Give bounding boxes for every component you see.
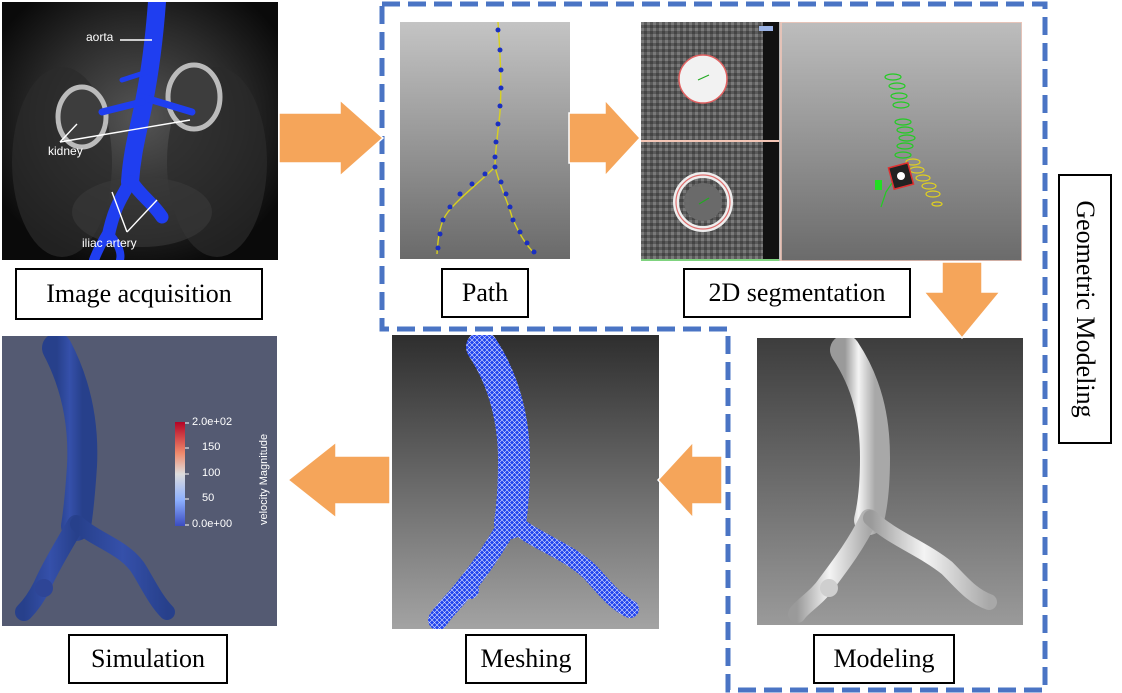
arrow-segmentation-to-modeling [922,261,1002,340]
segmentation-label: 2D segmentation [683,268,911,318]
meshing-label: Meshing [465,634,587,684]
colorbar-tick-max: 2.0e+02 [192,416,233,428]
simulation-vessel [15,336,175,621]
kidney-label: kidney [48,144,83,158]
arrow-meshing-to-simulation [286,440,391,520]
mri-image-panel [2,2,278,260]
iliac-artery-label: iliac artery [82,236,137,250]
geometric-modeling-text: Geometric Modeling [1071,200,1100,418]
colorbar-tick-150: 150 [202,441,221,453]
image-acquisition-label: Image acquisition [15,268,263,320]
aorta-vessel [89,2,196,260]
arrow-modeling-to-meshing [656,440,723,520]
arrow-acquisition-to-path [278,98,385,178]
colorbar-tick-100: 100 [202,467,221,479]
simulation-panel [2,336,277,626]
path-label: Path [441,268,529,318]
segmentation-panel [641,22,1022,261]
modeling-label: Modeling [813,634,955,684]
velocity-colorbar [175,422,185,526]
path-panel [400,22,570,259]
colorbar-tick-50: 50 [202,492,215,504]
aorta-label: aorta [86,30,114,44]
meshing-panel [392,335,659,629]
simulation-label: Simulation [68,634,228,684]
colorbar-tick-min: 0.0e+00 [192,518,233,530]
geometric-modeling-label: Geometric Modeling [1058,174,1112,444]
arrow-path-to-segmentation [568,98,642,178]
colorbar-title: velocity Magnitude [258,433,270,525]
modeling-panel [757,338,1023,625]
